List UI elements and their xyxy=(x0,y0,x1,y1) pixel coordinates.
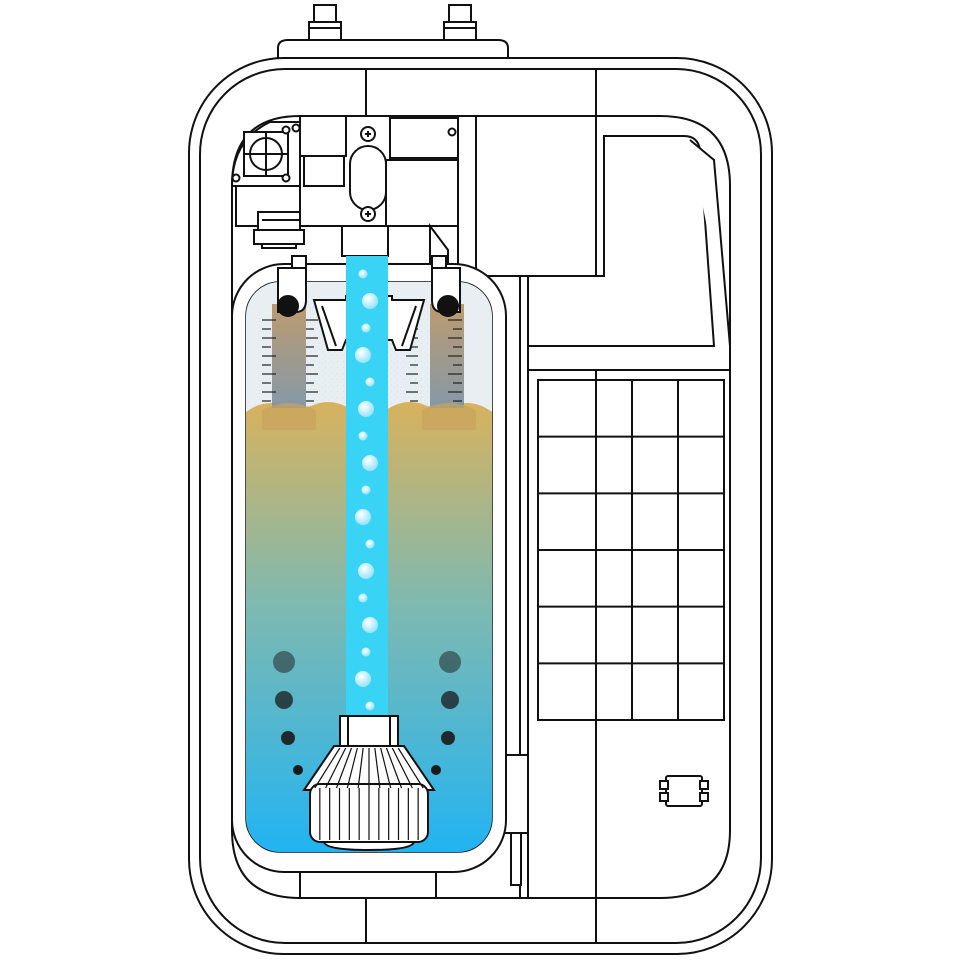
pressure-sensor-icon xyxy=(253,211,305,249)
air-bubble xyxy=(361,485,371,495)
left-outlet-tube xyxy=(272,304,306,408)
sediment-particle xyxy=(281,731,295,745)
top-cap xyxy=(277,39,509,61)
diffuser-pump-icon xyxy=(302,715,436,852)
air-bubble xyxy=(358,593,368,603)
air-bubble xyxy=(358,269,368,279)
air-bubble xyxy=(355,347,371,363)
pump-rib xyxy=(380,747,392,789)
vertical-divider xyxy=(519,275,529,899)
sinking-particles xyxy=(273,651,461,775)
switch-icon xyxy=(659,775,709,807)
side-rod xyxy=(510,832,522,886)
sediment-particle xyxy=(439,651,461,673)
top-mechanics xyxy=(230,115,477,277)
air-bubble xyxy=(355,671,371,687)
air-bubble xyxy=(358,431,368,441)
reservoir-outline xyxy=(689,139,731,347)
pump-rib xyxy=(325,747,347,789)
right-water-connector-icon xyxy=(443,4,477,41)
top-fittings xyxy=(277,4,509,61)
pump-rib xyxy=(397,747,424,789)
sediment-particle xyxy=(431,765,441,775)
left-sediment-plume xyxy=(262,403,316,430)
pump-rib xyxy=(357,747,364,789)
pump-rib xyxy=(385,747,403,789)
side-switch-icon xyxy=(503,754,529,834)
base-plate xyxy=(299,871,437,899)
air-bubble xyxy=(365,701,375,711)
sediment-particle xyxy=(275,691,293,709)
vertical-support-bracket xyxy=(457,115,477,277)
rising-bubbles xyxy=(355,269,378,711)
air-bubble xyxy=(365,539,375,549)
sediment-particle xyxy=(293,765,303,775)
air-bubble xyxy=(361,323,371,333)
air-bubble xyxy=(355,509,371,525)
right-compartment xyxy=(475,115,731,899)
air-bubble xyxy=(358,401,374,417)
air-column xyxy=(346,256,388,746)
upper-right-bracket xyxy=(475,115,597,277)
screw-icon xyxy=(291,123,457,137)
air-outlet-pipe xyxy=(341,225,389,257)
solenoid-valve-icon xyxy=(349,126,387,222)
housing-inner-shell xyxy=(199,68,762,944)
sediment-particle xyxy=(273,651,295,673)
pump-rib xyxy=(391,747,413,789)
left-level-scale xyxy=(262,319,318,402)
pump-rib xyxy=(346,747,358,789)
air-bubble xyxy=(362,455,378,471)
sediment-particle xyxy=(441,691,459,709)
air-bubble xyxy=(365,377,375,387)
circuit-board-icon xyxy=(537,379,725,721)
right-port xyxy=(437,295,459,317)
pump-rib xyxy=(374,747,381,789)
pump-rib xyxy=(314,747,341,789)
air-bubble xyxy=(362,293,378,309)
right-sediment-plume xyxy=(422,403,476,430)
right-level-scale xyxy=(406,319,462,402)
sediment-particle xyxy=(441,731,455,745)
air-bubble xyxy=(361,647,371,657)
left-water-connector-icon xyxy=(308,4,342,41)
water-tank xyxy=(231,255,507,873)
cooling-fan-icon xyxy=(230,121,301,187)
air-bubble xyxy=(358,563,374,579)
pump-rib xyxy=(335,747,353,789)
left-port xyxy=(277,295,299,317)
air-bubble xyxy=(362,617,378,633)
